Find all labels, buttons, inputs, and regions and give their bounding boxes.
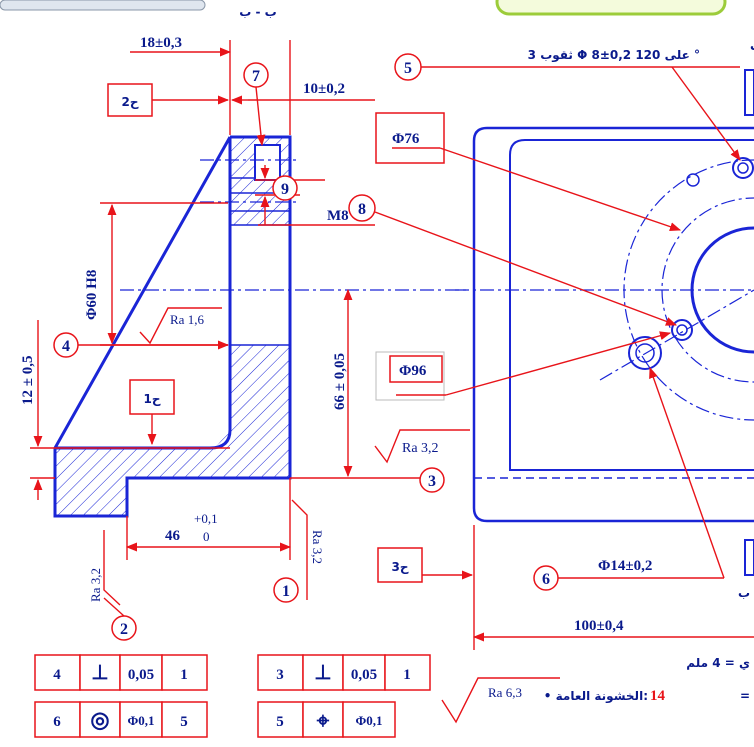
bubble-1	[273, 577, 299, 603]
svg-text:3: 3	[428, 473, 436, 490]
front-view	[455, 126, 754, 523]
dim-18: 18±0,3	[140, 35, 182, 51]
gdt-frame-1: 4 ⊥ 0,05 1	[34, 654, 208, 691]
surface-box-2	[107, 83, 153, 117]
dim-10: 10±0,2	[303, 81, 345, 97]
bubble-8	[348, 194, 376, 222]
svg-text:ح2: ح2	[121, 95, 138, 109]
bubble-9	[272, 175, 298, 201]
roughness-ra32-a: Ra 3,2	[88, 568, 103, 602]
svg-text:Φ0,1: Φ0,1	[355, 713, 382, 728]
section-letter-bottom: ب	[738, 586, 750, 600]
svg-text:5: 5	[404, 60, 412, 77]
dim-46-upper: +0,1	[194, 511, 218, 526]
note-line-2-text: • الخشونة العامة:	[544, 689, 648, 704]
gdt-frame-4: 5 ⌖ Φ0,1	[257, 701, 396, 738]
roughness-ra63: Ra 6,3	[488, 685, 522, 700]
section-label: ب - ب	[239, 5, 276, 19]
svg-text:0,05: 0,05	[351, 667, 377, 683]
dim-46-lower: 0	[203, 529, 210, 544]
svg-text:0,05: 0,05	[128, 667, 154, 683]
svg-text:9: 9	[281, 181, 289, 198]
holes-note: 3 ثقوب Φ 8±0,2 على 120 °	[528, 48, 700, 63]
roughness-ra32-c: Ra 3,2	[402, 441, 439, 456]
dim-phi60: Φ60 H8	[84, 270, 100, 320]
gdt-frame-2: 3 ⊥ 0,05 1	[257, 654, 431, 691]
dim-66: 66 ± 0,05	[332, 353, 348, 410]
svg-text:⊥: ⊥	[314, 662, 331, 684]
svg-text:ح1: ح1	[143, 392, 160, 406]
svg-text:7: 7	[252, 68, 260, 85]
dim-46: 46	[165, 528, 181, 544]
svg-text:1: 1	[180, 667, 188, 683]
top-left-banner	[0, 0, 206, 11]
svg-text:8: 8	[358, 201, 366, 218]
svg-text:5: 5	[180, 714, 188, 730]
note-line-2-value: 14	[650, 688, 666, 704]
svg-text:Φ0,1: Φ0,1	[127, 713, 154, 728]
surface-box-3	[377, 547, 423, 583]
roughness-ra32-b: Ra 3,2	[310, 530, 325, 564]
phi76-frame	[375, 112, 445, 164]
dim-phi14: Φ14±0,2	[598, 558, 652, 574]
svg-text:6: 6	[542, 571, 550, 588]
bubble-3	[419, 467, 445, 493]
svg-text:⌖: ⌖	[316, 708, 330, 733]
dim-m8: M8	[327, 208, 349, 224]
svg-text:1: 1	[403, 667, 411, 683]
svg-text:4: 4	[62, 338, 70, 355]
svg-text:ح3: ح3	[391, 560, 408, 574]
svg-text:4: 4	[53, 667, 61, 683]
dim-phi76: Φ76	[392, 131, 420, 147]
svg-text:◎: ◎	[90, 707, 109, 732]
svg-text:2: 2	[120, 621, 128, 638]
svg-text:6: 6	[53, 714, 61, 730]
gdt-frame-3: 6 ◎ Φ0,1 5	[34, 701, 208, 738]
phi96-box	[389, 355, 443, 383]
svg-text:⊥: ⊥	[91, 662, 108, 684]
svg-text:1: 1	[282, 583, 290, 600]
dim-phi96: Φ96	[399, 363, 427, 379]
dim-12: 12 ± 0,5	[20, 356, 36, 405]
top-right-banner	[495, 0, 727, 16]
svg-text:5: 5	[276, 714, 284, 730]
roughness-ra16: Ra 1,6	[170, 312, 204, 327]
dim-100: 100±0,4	[574, 618, 624, 634]
note-line-2-eq: =	[740, 689, 750, 703]
note-line-1: ي = 4 ملم	[686, 656, 750, 670]
svg-text:3: 3	[276, 667, 284, 683]
section-letter-top: ب	[750, 39, 754, 53]
hatched-section	[55, 137, 290, 516]
